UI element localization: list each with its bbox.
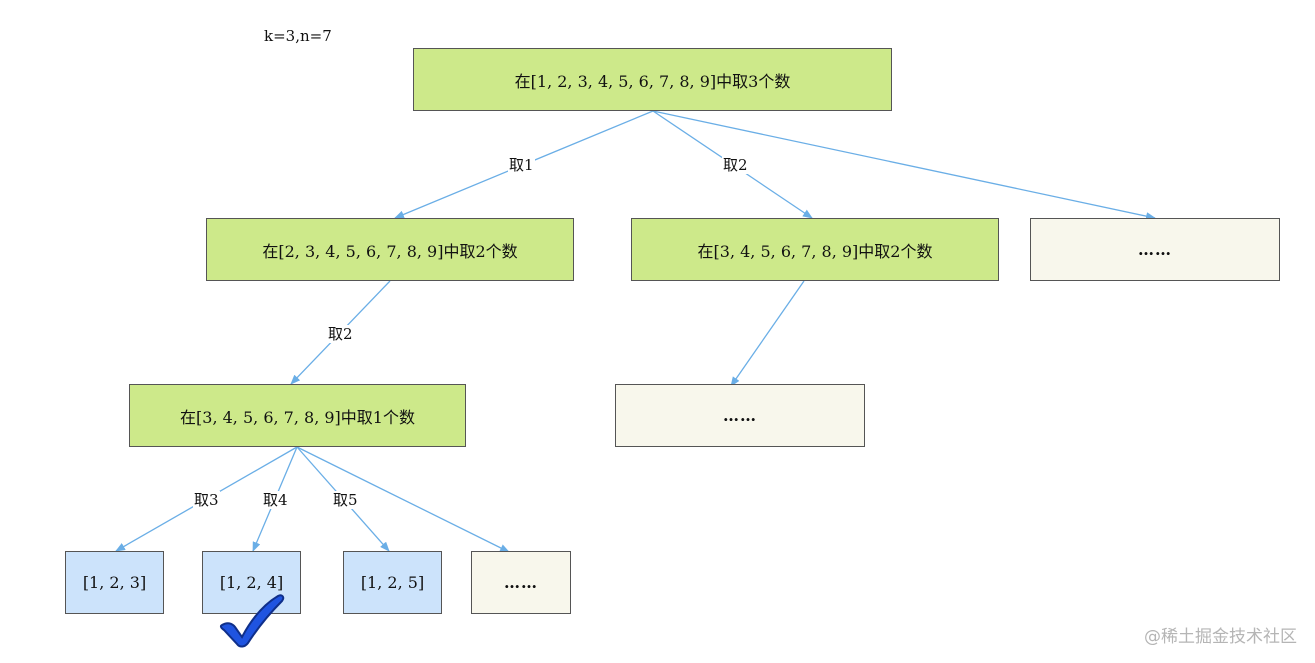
check-icon (219, 594, 285, 648)
node-l2-more: …… (615, 384, 865, 447)
edge-l1b-l2b (730, 280, 805, 387)
node-l1-more: …… (1030, 218, 1280, 281)
edge-label-take5: 取5 (332, 491, 359, 509)
edge-root-l1c (652, 110, 1156, 221)
node-l1-take1: 在[2, 3, 4, 5, 6, 7, 8, 9]中取2个数 (206, 218, 574, 281)
leaf-1-2-3: [1, 2, 3] (65, 551, 164, 614)
params-note: k=3,n=7 (264, 27, 332, 45)
node-root: 在[1, 2, 3, 4, 5, 6, 7, 8, 9]中取3个数 (413, 48, 892, 111)
edge-label-take3: 取3 (193, 491, 220, 509)
edge-label-take2-l1: 取2 (327, 325, 354, 343)
edge-label-take1: 取1 (508, 156, 535, 174)
leaf-more: …… (471, 551, 571, 614)
edge-label-take2-root: 取2 (722, 156, 749, 174)
edge-label-take4: 取4 (262, 491, 289, 509)
watermark: @稀土掘金技术社区 (1144, 627, 1297, 647)
leaf-1-2-4: [1, 2, 4] (202, 551, 301, 614)
leaf-1-2-5: [1, 2, 5] (343, 551, 442, 614)
node-l2-take2: 在[3, 4, 5, 6, 7, 8, 9]中取1个数 (129, 384, 466, 447)
edge-l2a-leaf4 (296, 446, 510, 553)
node-l1-take2: 在[3, 4, 5, 6, 7, 8, 9]中取2个数 (631, 218, 999, 281)
